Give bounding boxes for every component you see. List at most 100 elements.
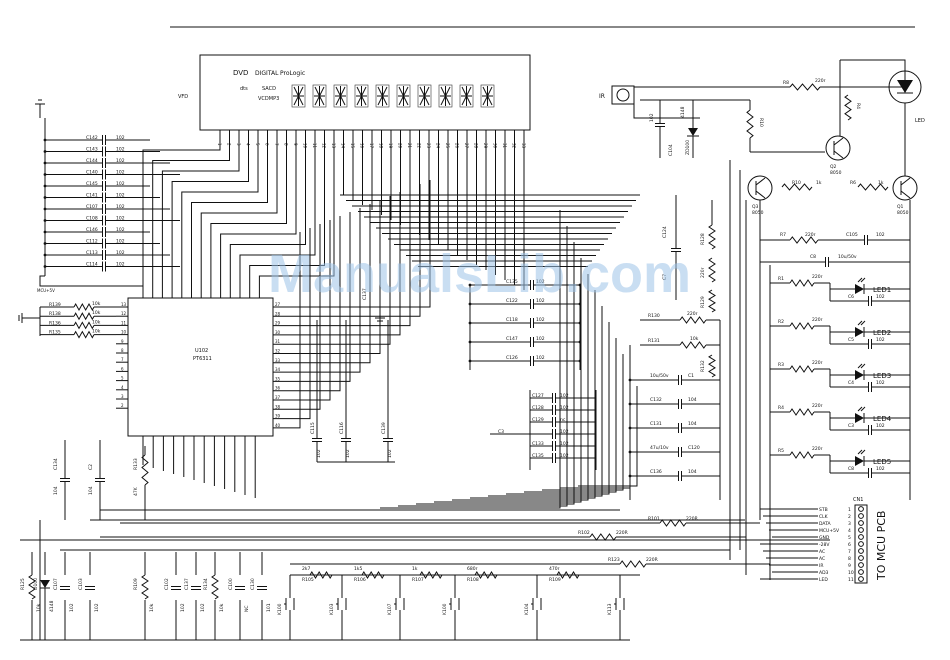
cap-value: 102 xyxy=(116,262,125,268)
junction-dot xyxy=(43,230,47,234)
cap-value: 102 xyxy=(536,355,545,361)
digit-seg xyxy=(314,86,325,106)
cap-ref: C142 xyxy=(86,135,98,141)
vfd-digit xyxy=(438,84,453,108)
cap-ref: C143 xyxy=(86,147,98,153)
cap-value: 102 xyxy=(116,193,125,199)
wire xyxy=(142,138,221,288)
connector-pin-number: 7 xyxy=(848,549,851,555)
res-value: 10k xyxy=(92,310,101,316)
led-icon xyxy=(855,363,866,380)
connector-signal: -28V xyxy=(819,542,830,548)
res-value: 220r xyxy=(815,78,826,84)
ic-name: U102 xyxy=(195,348,208,354)
capacitor xyxy=(655,123,665,127)
ic-pin-number: 27 xyxy=(275,302,281,307)
connector-pin xyxy=(858,541,864,547)
wire xyxy=(229,138,306,288)
wire xyxy=(161,138,240,288)
cap-ref: C132 xyxy=(650,397,662,403)
res-value: 220R xyxy=(616,530,628,536)
cap-value: 102 xyxy=(536,279,545,285)
power-led: LED xyxy=(888,70,925,124)
capacitor xyxy=(102,181,106,191)
junction-dot xyxy=(43,150,47,153)
res-ref: R130 xyxy=(648,313,660,319)
connector-signal: LED xyxy=(819,577,828,583)
cap-value: nc xyxy=(560,418,566,423)
res-ref: R106 xyxy=(354,577,366,583)
connector-title: TO MCU PCB xyxy=(875,511,888,581)
led-arrow xyxy=(860,277,866,283)
cap-ref: C4 xyxy=(848,380,854,386)
digit-seg xyxy=(398,86,409,106)
led-label: LED1 xyxy=(873,286,891,294)
capacitor xyxy=(552,453,556,463)
cap-ref: C3 xyxy=(498,429,504,435)
ic-pin-number: 6 xyxy=(121,366,124,371)
wire xyxy=(249,138,325,288)
capacitor xyxy=(102,192,106,203)
res-ref: R135 xyxy=(49,330,61,336)
bus-line xyxy=(380,210,561,509)
res-ref: R131 xyxy=(648,338,660,344)
diode xyxy=(40,580,50,588)
cap-ref: C115 xyxy=(310,422,316,434)
res-value: 220r xyxy=(805,232,816,238)
capacitor xyxy=(678,447,682,457)
connector-signal: AD3 xyxy=(819,570,829,576)
res-value: 470r xyxy=(549,566,560,572)
vfd-sacd: SACD xyxy=(262,86,276,92)
cap-value: 104 xyxy=(688,397,697,403)
resistor xyxy=(781,183,813,191)
capacitor xyxy=(868,382,872,392)
bus-line xyxy=(578,386,638,487)
component-ref: R134 xyxy=(203,578,209,590)
capacitor xyxy=(552,393,556,403)
diode-ref: 4148 xyxy=(680,106,686,118)
junction-dot xyxy=(43,253,47,257)
wire xyxy=(820,71,906,88)
res-value: 10k xyxy=(690,336,699,342)
connector-signal: CLK xyxy=(819,514,829,520)
cap-ref: C112 xyxy=(86,239,98,245)
capacitor xyxy=(102,204,106,214)
connector-signal: IR xyxy=(819,563,823,569)
resistor xyxy=(789,365,815,373)
led-triangle xyxy=(855,370,864,380)
component-ref: C100 xyxy=(228,578,234,590)
vfd-digit xyxy=(375,84,390,108)
wire xyxy=(633,100,700,119)
junction-dot xyxy=(43,207,47,211)
wire xyxy=(290,192,401,336)
cap-value: 102 xyxy=(560,453,569,459)
key-switch: K103 xyxy=(329,575,347,640)
cap-value: 102 xyxy=(560,429,569,435)
cap-value: 102 xyxy=(116,158,125,164)
key-ref: K107 xyxy=(387,603,393,615)
res-value: 1k xyxy=(412,566,418,572)
connector-signal: DATA xyxy=(819,521,832,527)
ic-pin-number: 9 xyxy=(121,339,124,344)
cap-ref: C114 xyxy=(86,262,98,268)
led-arrow xyxy=(860,320,866,326)
ic-pin-number: 31 xyxy=(275,339,281,344)
led-label: LED5 xyxy=(873,458,891,466)
capacitor xyxy=(552,417,556,427)
ic-pin-number: 39 xyxy=(275,414,281,419)
transistor-ref: Q2 xyxy=(830,164,837,170)
capacitor xyxy=(257,586,267,590)
res-value: 1k xyxy=(878,180,884,186)
res-ref: R132 xyxy=(700,360,706,372)
connector-pin xyxy=(858,569,864,575)
bus-line xyxy=(470,290,596,499)
resistor xyxy=(211,574,219,600)
wire xyxy=(840,59,906,71)
res-value: 680r xyxy=(467,566,478,572)
cap-ref: C144 xyxy=(86,158,98,164)
cap-value: 102 xyxy=(649,113,655,122)
vfd-digit xyxy=(396,84,411,108)
cap-ref: C127 xyxy=(532,393,544,399)
component-value: 10k xyxy=(149,603,155,612)
connector-pin xyxy=(858,562,864,568)
